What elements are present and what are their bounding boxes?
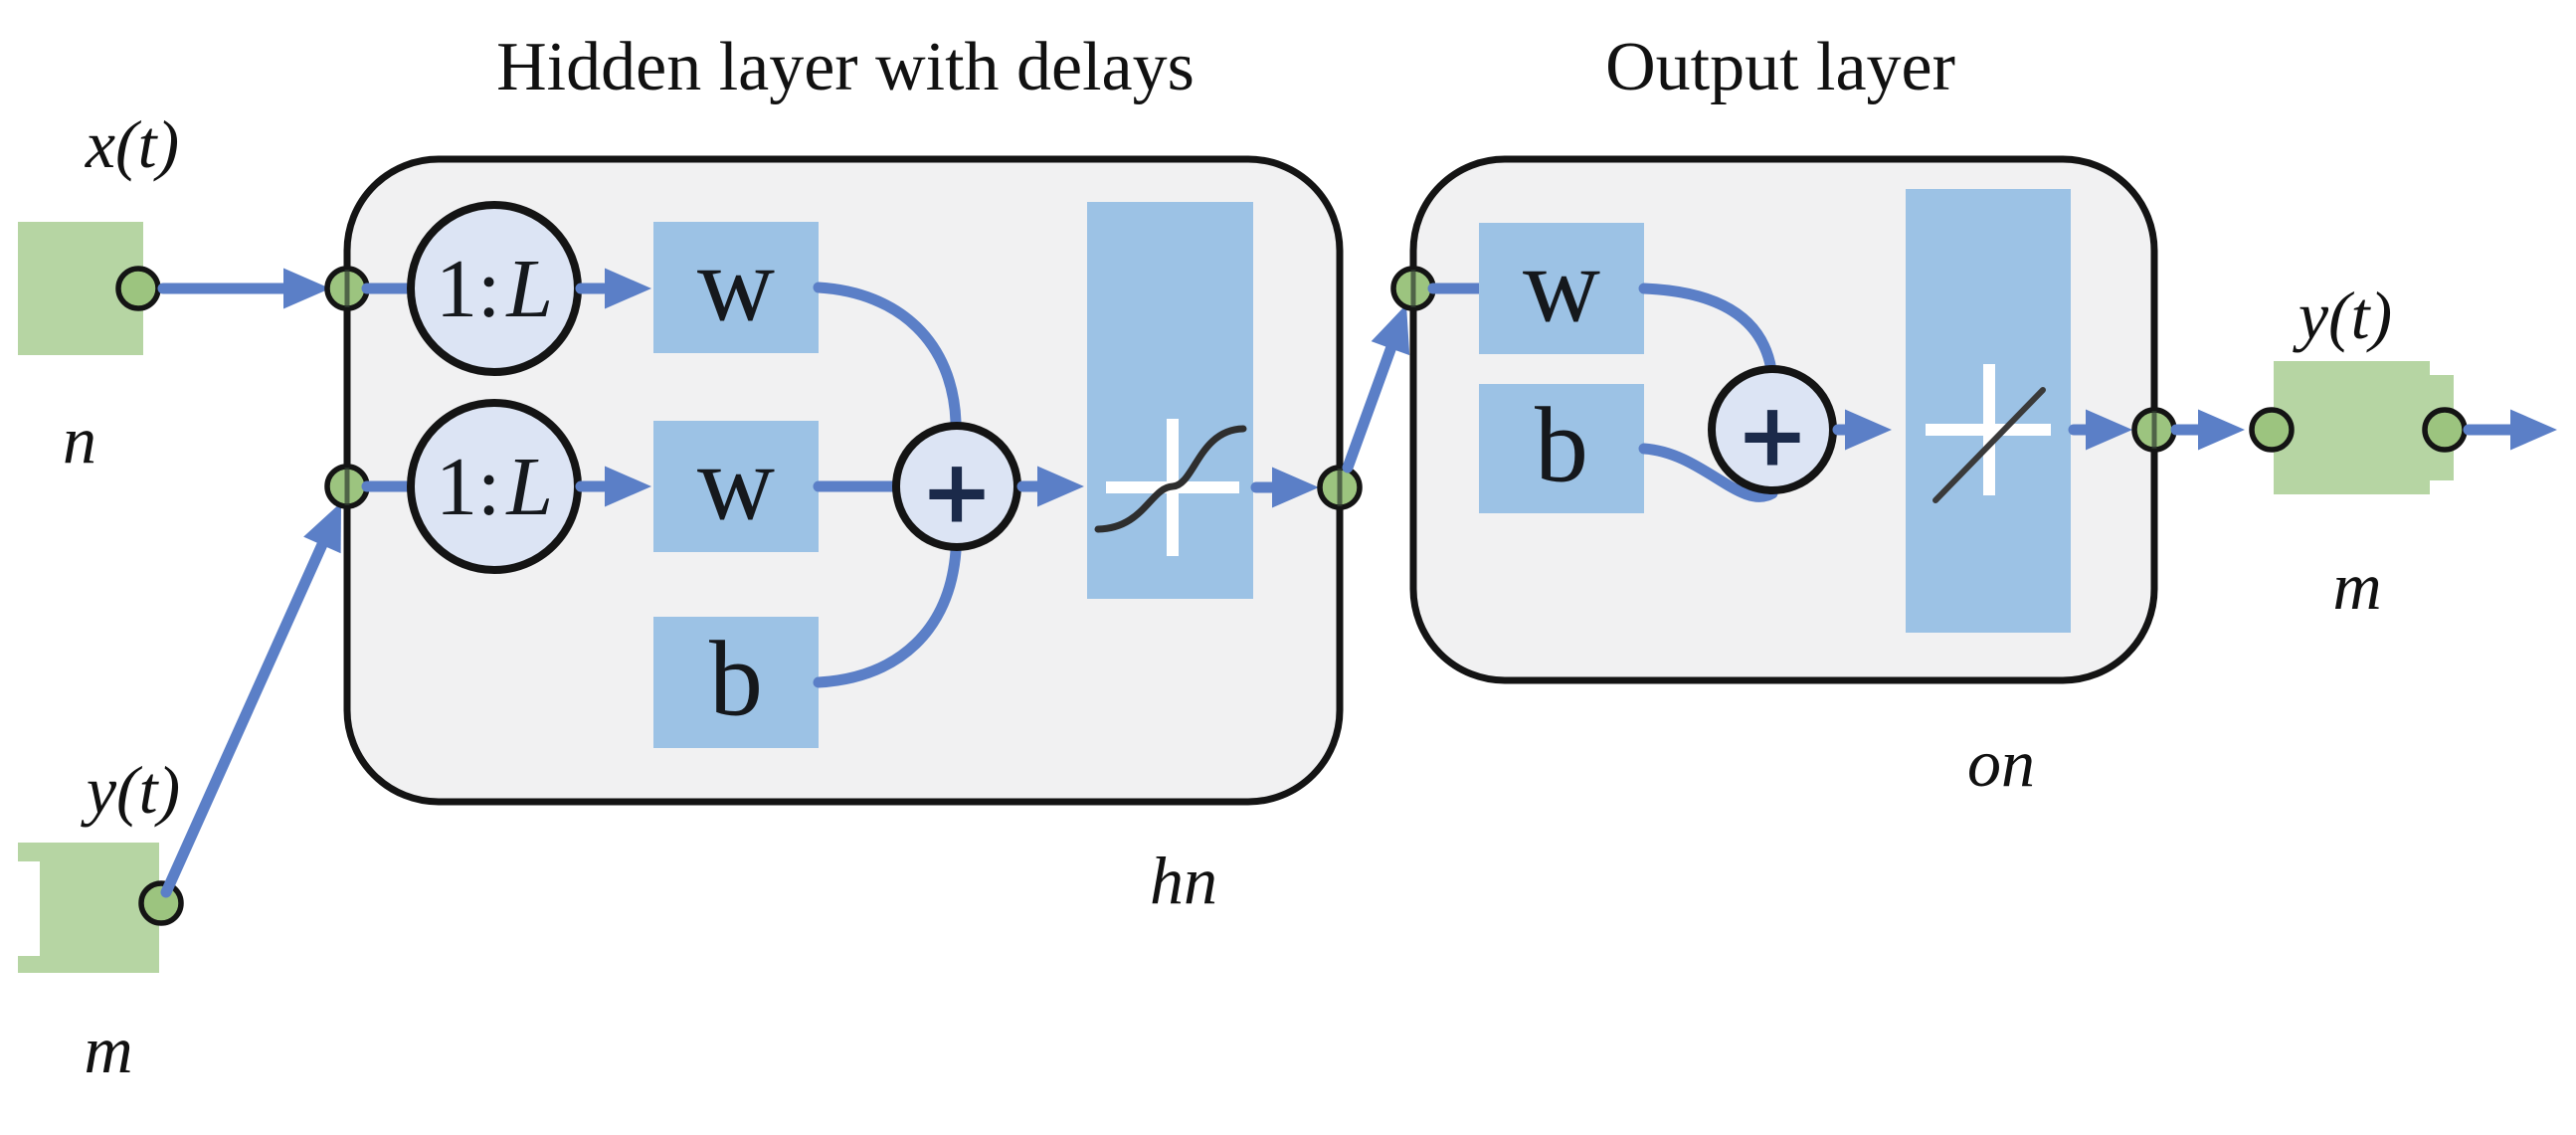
output-layer-size-label: on xyxy=(1967,725,2035,801)
purelin-linear-icon xyxy=(1926,364,2051,503)
delay-bottom-to-weight-arrow xyxy=(575,466,651,507)
hidden-bias-box xyxy=(653,617,819,748)
output-port-box xyxy=(2274,361,2454,494)
output-layer-internals: w b + xyxy=(1427,189,2132,633)
tapped-delay-top-label: 1:L xyxy=(436,243,553,335)
tapped-delay-bottom-label: 1:L xyxy=(436,441,553,533)
hidden-to-output-arrow xyxy=(1342,304,1410,473)
output-layer-title: Output layer xyxy=(1605,29,1955,105)
input-block: x(t) n xyxy=(18,106,179,477)
hidden-layer-size-label: hn xyxy=(1150,843,1217,918)
hidden-weight-top-box xyxy=(653,222,819,353)
sum-to-tansig-arrow xyxy=(1016,466,1084,507)
output-port-dot-right xyxy=(2422,407,2468,453)
hidden-sum-label: + xyxy=(920,441,994,543)
feedback-port-box xyxy=(18,843,159,973)
purelin-output-arrow xyxy=(2068,409,2132,451)
output-dimension: m xyxy=(2332,548,2381,624)
input-dimension: n xyxy=(63,402,96,477)
output-exit-arrow xyxy=(2170,409,2245,451)
feedback-label: y(t) xyxy=(81,752,180,828)
output-bias-label: b xyxy=(1535,387,1588,505)
wire-output-weight-to-sum xyxy=(1638,283,1777,376)
tansig-output-arrow xyxy=(1250,467,1319,508)
hidden-weight-top-label: w xyxy=(697,226,775,344)
input-port-dot xyxy=(115,266,161,311)
output-sum-label: + xyxy=(1736,384,1809,486)
hidden-layer-title: Hidden layer with delays xyxy=(496,29,1195,105)
output-weight-label: w xyxy=(1523,227,1600,345)
output-bias-box xyxy=(1479,384,1644,513)
wire-bias-to-sum xyxy=(813,545,962,688)
output-block: y(t) m xyxy=(2249,278,2468,624)
output-port-dot-left xyxy=(2249,407,2295,453)
wire-output-bias-to-sum xyxy=(1638,443,1778,502)
feedback-to-hidden-arrow xyxy=(160,502,341,898)
hidden-layer-internals: 1:L 1:L w w b + xyxy=(361,201,1319,748)
input-label: x(t) xyxy=(85,106,179,182)
final-output-arrow xyxy=(2463,409,2557,451)
hidden-weight-bottom-label: w xyxy=(697,425,775,543)
sum-to-purelin-arrow xyxy=(1832,409,1892,451)
feedback-input-block: y(t) m xyxy=(18,752,184,1087)
output-weight-box xyxy=(1479,223,1644,354)
input-to-hidden-arrow xyxy=(157,268,330,309)
tansig-sigmoid-icon xyxy=(1094,419,1247,556)
feedback-port-dot xyxy=(138,880,184,926)
hidden-bias-label: b xyxy=(709,621,763,739)
output-label: y(t) xyxy=(2293,278,2392,353)
delay-top-to-weight-arrow xyxy=(575,268,651,309)
hidden-weight-bottom-box xyxy=(653,421,819,552)
wire-weight-top-to-sum xyxy=(813,282,962,428)
feedback-dimension: m xyxy=(84,1012,132,1087)
